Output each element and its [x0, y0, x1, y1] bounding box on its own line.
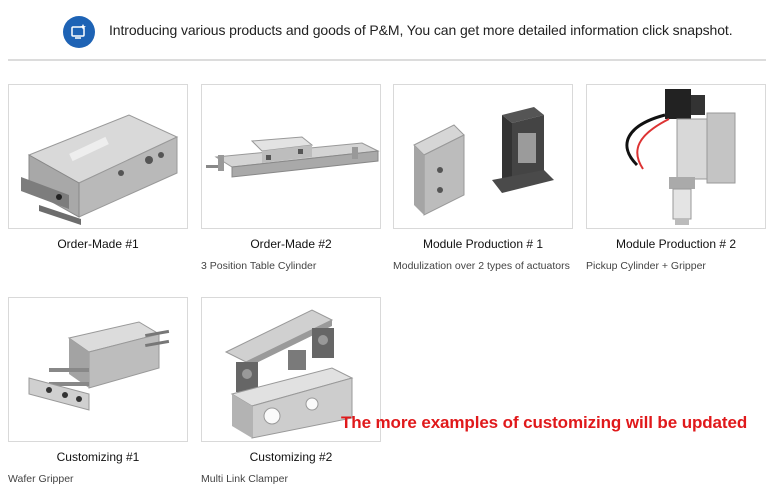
product-snapshot-image[interactable] — [201, 84, 381, 229]
product-snapshot-image[interactable] — [586, 84, 766, 229]
snapshot-icon — [63, 16, 95, 48]
intro-header: Introducing various products and goods o… — [0, 0, 779, 62]
product-description: Multi Link Clamper — [201, 473, 288, 485]
product-description: Pickup Cylinder + Gripper — [586, 260, 706, 272]
product-title[interactable]: Customizing #1 — [56, 450, 140, 464]
customizing-update-notice: The more examples of customizing will be… — [341, 413, 748, 432]
product-title[interactable]: Module Production # 1 — [422, 237, 544, 251]
product-description: 3 Position Table Cylinder — [201, 260, 317, 272]
product-title[interactable]: Order-Made #2 — [250, 237, 332, 251]
product-snapshot-image[interactable] — [8, 84, 188, 229]
product-title[interactable]: Customizing #2 — [249, 450, 333, 464]
product-snapshot-image[interactable] — [8, 297, 188, 442]
intro-text: Introducing various products and goods o… — [109, 22, 733, 38]
product-title[interactable]: Module Production # 2 — [615, 237, 737, 251]
product-snapshot-image[interactable] — [393, 84, 573, 229]
product-snapshot-image[interactable] — [201, 297, 381, 442]
product-description: Modulization over 2 types of actuators — [393, 260, 570, 272]
header-divider — [8, 59, 766, 61]
product-description: Wafer Gripper — [8, 473, 74, 485]
product-title[interactable]: Order-Made #1 — [57, 237, 139, 251]
